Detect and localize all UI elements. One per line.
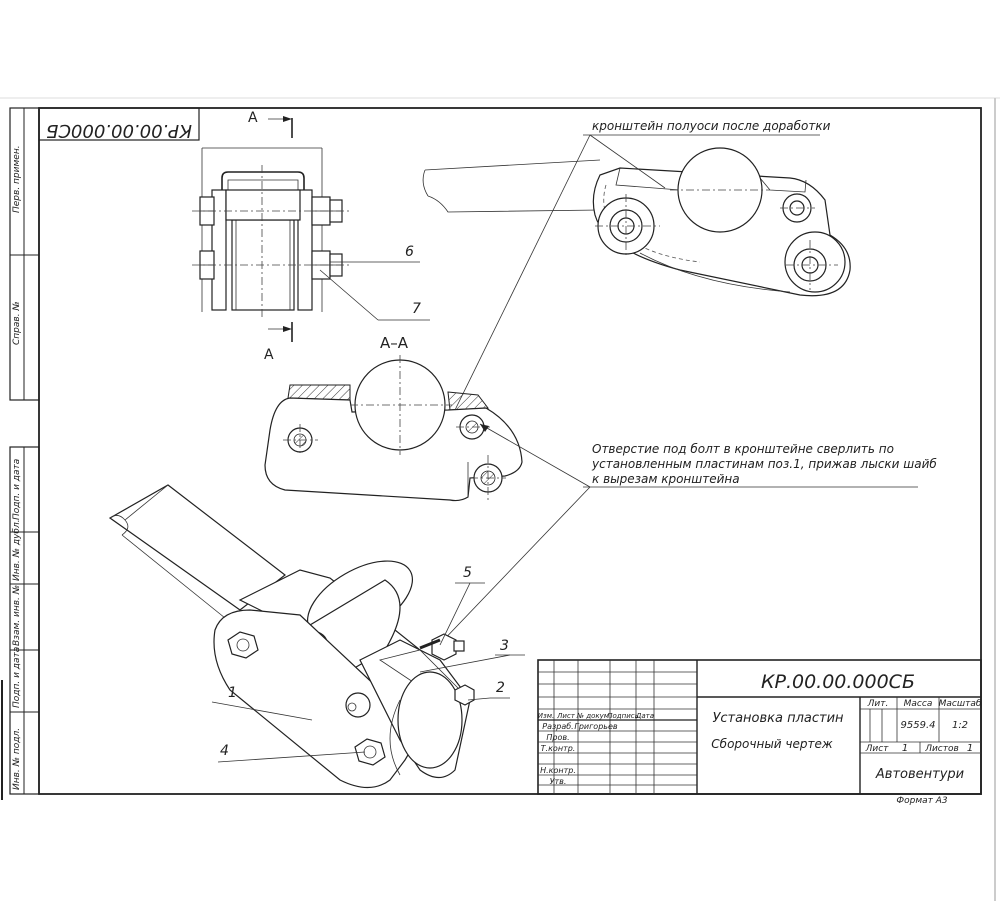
section-a-a-view: А–А xyxy=(264,334,523,502)
bolt-head-left xyxy=(227,631,259,659)
side-label-sprav-no: Справ. № xyxy=(12,301,22,345)
title-block: КР.00.00.000СБ Установка пластин Сборочн… xyxy=(537,659,982,806)
stamp-title-line2: Сборочный чертеж xyxy=(711,737,833,751)
top-view: А А xyxy=(192,110,350,363)
mirrored-code-box: КР.00.00.000СБ xyxy=(38,107,200,141)
stamp-role-4: Н.контр. xyxy=(540,766,576,775)
stamp-col-list: Лист xyxy=(556,712,576,720)
position-7: 7 xyxy=(412,301,421,317)
isometric-assembly-view xyxy=(108,484,475,789)
stamp-mass-value: 9559.4 xyxy=(901,720,936,731)
stamp-title-line1: Установка пластин xyxy=(712,711,844,726)
stamp-scale-label: Масштаб xyxy=(939,699,982,709)
position-3: 3 xyxy=(500,638,509,654)
note-hole-text-2: установленным пластинам поз.1, прижав лы… xyxy=(591,457,937,471)
position-leaders-iso: 1 4 5 3 2 xyxy=(211,565,525,763)
stamp-sheet-label: Лист xyxy=(865,744,890,754)
mirrored-doc-code: КР.00.00.000СБ xyxy=(46,120,192,141)
position-2: 2 xyxy=(496,680,505,696)
stamp-sheet-value: 1 xyxy=(902,743,908,754)
note-hole-leader: Отверстие под болт в кронштейне сверлить… xyxy=(435,423,937,649)
position-6: 6 xyxy=(405,244,414,260)
stamp-role-5: Утв. xyxy=(550,777,567,786)
position-1: 1 xyxy=(228,685,237,701)
stamp-lit-label: Лит. xyxy=(867,699,889,709)
stamp-role-0: Разраб. xyxy=(542,722,573,731)
position-4: 4 xyxy=(220,743,229,759)
stamp-col-data: Дата xyxy=(635,712,654,720)
stamp-format: Формат А3 xyxy=(896,796,948,806)
note-hole-text-1: Отверстие под болт в кронштейне сверлить… xyxy=(592,442,894,456)
side-label-inv-dubl: Инв. № дубл. xyxy=(12,519,22,581)
position-leaders-6-7: 6 7 xyxy=(319,244,430,321)
side-label-podp-data-2: Подп. и дата xyxy=(12,647,22,708)
side-label-inv-podl: Инв. № подл. xyxy=(12,728,22,790)
note-hole-text-3: к вырезам кронштейна xyxy=(592,472,740,486)
section-arrow-top-label: А xyxy=(248,110,258,126)
side-label-podp-data-1: Подп. и дата xyxy=(12,459,22,520)
stamp-sheets-label: Листов xyxy=(924,744,959,754)
stamp-doc-code: КР.00.00.000СБ xyxy=(761,671,915,693)
side-label-perv-primen: Перв. примен. xyxy=(12,145,22,213)
section-arrow-bottom-label: А xyxy=(264,347,274,363)
section-title: А–А xyxy=(380,334,409,352)
stamp-col-podpis: Подпись xyxy=(607,712,639,720)
note-bracket-leader: кронштейн полуоси после доработки xyxy=(454,119,831,411)
stamp-col-nodoc: № докум. xyxy=(576,712,612,720)
stamp-role-1: Пров. xyxy=(546,733,569,742)
position-5: 5 xyxy=(463,565,472,581)
stamp-mass-label: Масса xyxy=(904,699,933,709)
stamp-scale-value: 1:2 xyxy=(952,720,968,731)
drawing-frame xyxy=(1,107,982,800)
note-bracket-text: кронштейн полуоси после доработки xyxy=(592,119,831,133)
stamp-role-2: Т.контр. xyxy=(541,744,576,753)
stamp-organization: Автовентури xyxy=(875,767,964,782)
bracket-detail-view xyxy=(422,147,851,297)
side-label-vzam-inv: Взам. инв. № xyxy=(12,585,22,646)
stamp-sheets-value: 1 xyxy=(967,743,973,754)
stamp-col-izm: Изм. xyxy=(538,712,554,720)
stamp-name-0: Григорьев xyxy=(574,722,618,731)
side-strip: Перв. примен. Справ. № Подп. и дата Инв.… xyxy=(12,145,22,790)
